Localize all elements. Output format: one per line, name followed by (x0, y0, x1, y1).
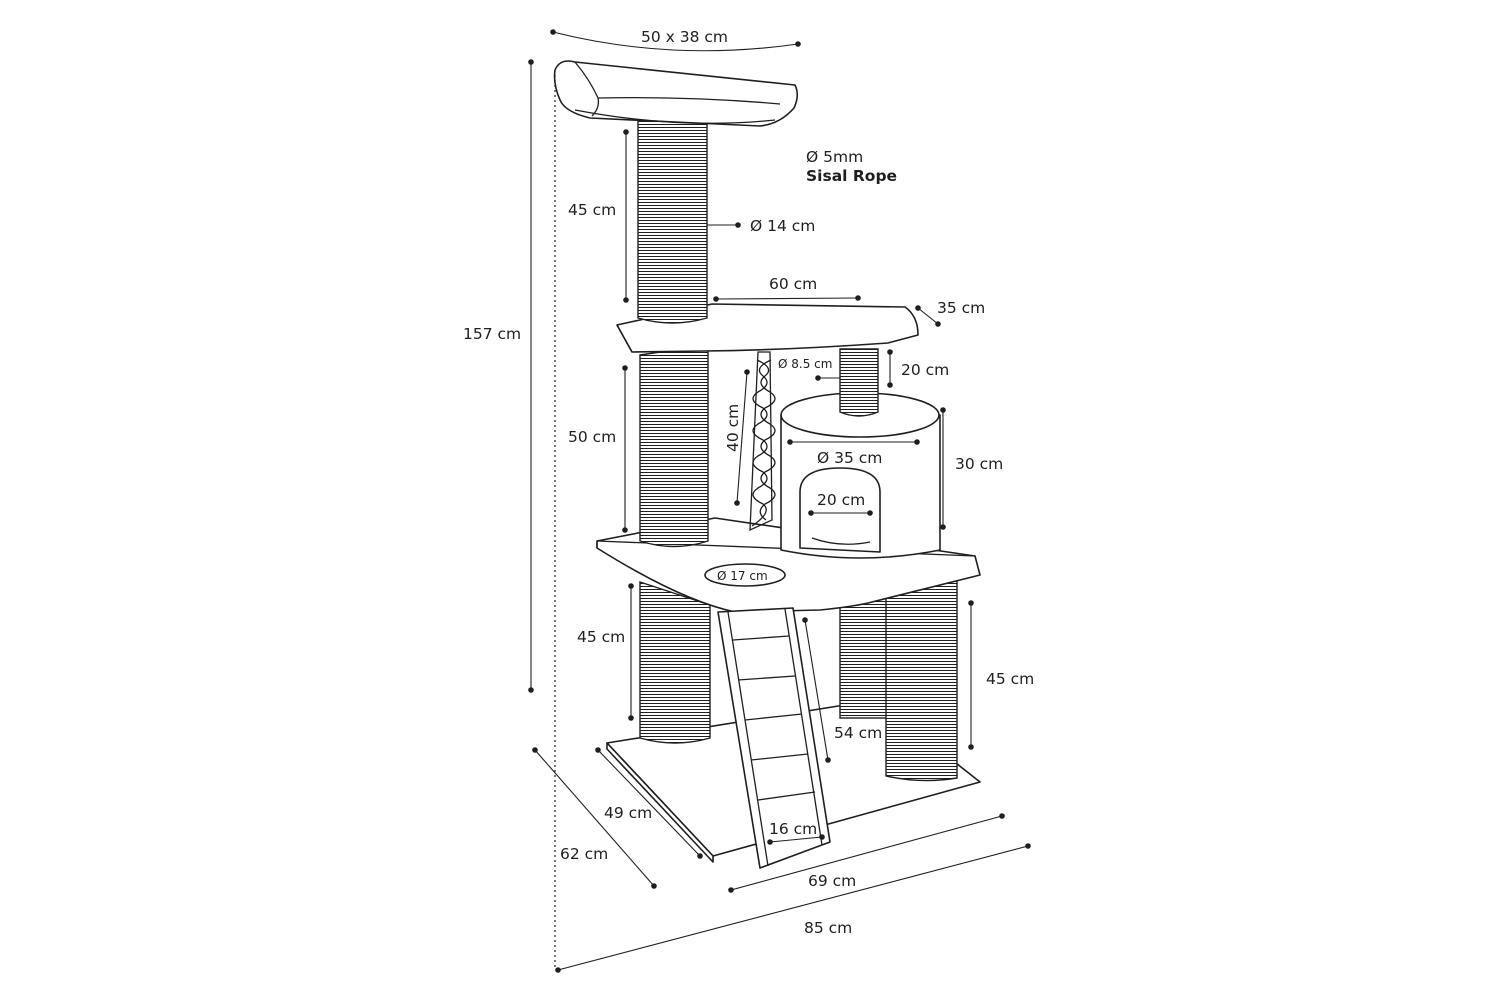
lower-front-left-post (639, 581, 711, 744)
total-height-label: 157 cm (463, 325, 521, 343)
ladder-rail-right (784, 608, 823, 846)
lower-back-post (839, 589, 894, 719)
ladder (717, 607, 831, 869)
base-plate-edge (606, 742, 714, 863)
platform-hole (704, 563, 786, 587)
top-bed-inner (597, 96, 781, 105)
lower-post-left-label: 45 cm (577, 628, 625, 646)
small-post-height-label: 20 cm (901, 361, 949, 379)
cat-house-opening (799, 467, 881, 553)
house-height-label: 30 cm (955, 455, 1003, 473)
house-opening-label: 20 cm (817, 491, 865, 509)
ladder-length-label: 54 cm (834, 724, 882, 742)
top-bed-base (574, 109, 776, 124)
dimension-lines (528, 29, 1031, 973)
rope-name-label: Sisal Rope (806, 167, 897, 185)
top-post (637, 111, 708, 324)
house-diameter-label: Ø 35 cm (817, 449, 882, 467)
middle-post-height-label: 50 cm (568, 428, 616, 446)
overall-depth-label: 62 cm (560, 845, 608, 863)
sisal-rope (749, 351, 776, 532)
small-post-diameter-label: Ø 8.5 cm (778, 357, 832, 371)
cat-house-opening-inner (811, 537, 871, 545)
middle-post (639, 344, 709, 548)
rope-length-label: 40 cm (724, 404, 742, 452)
ladder-steps (732, 635, 816, 801)
lower-front-right-post (885, 579, 958, 782)
base-width-label: 69 cm (808, 872, 856, 890)
platform-depth-label: 35 cm (937, 299, 985, 317)
upper-platform-edge (616, 324, 633, 353)
top-bed (553, 60, 799, 127)
platform-hole-label: Ø 17 cm (717, 569, 768, 583)
base-depth-label: 49 cm (604, 804, 652, 822)
ladder-width-label: 16 cm (769, 820, 817, 838)
platform-width-label: 60 cm (769, 275, 817, 293)
top-bed-size-label: 50 x 38 cm (641, 28, 728, 46)
small-post (839, 348, 879, 417)
overall-width-label: 85 cm (804, 919, 852, 937)
lower-post-right-label: 45 cm (986, 670, 1034, 688)
top-post-diameter-label: Ø 14 cm (750, 217, 815, 235)
ladder-rail-left (727, 611, 769, 867)
top-post-height-label: 45 cm (568, 201, 616, 219)
rope-diameter-label: Ø 5mm (806, 148, 863, 166)
